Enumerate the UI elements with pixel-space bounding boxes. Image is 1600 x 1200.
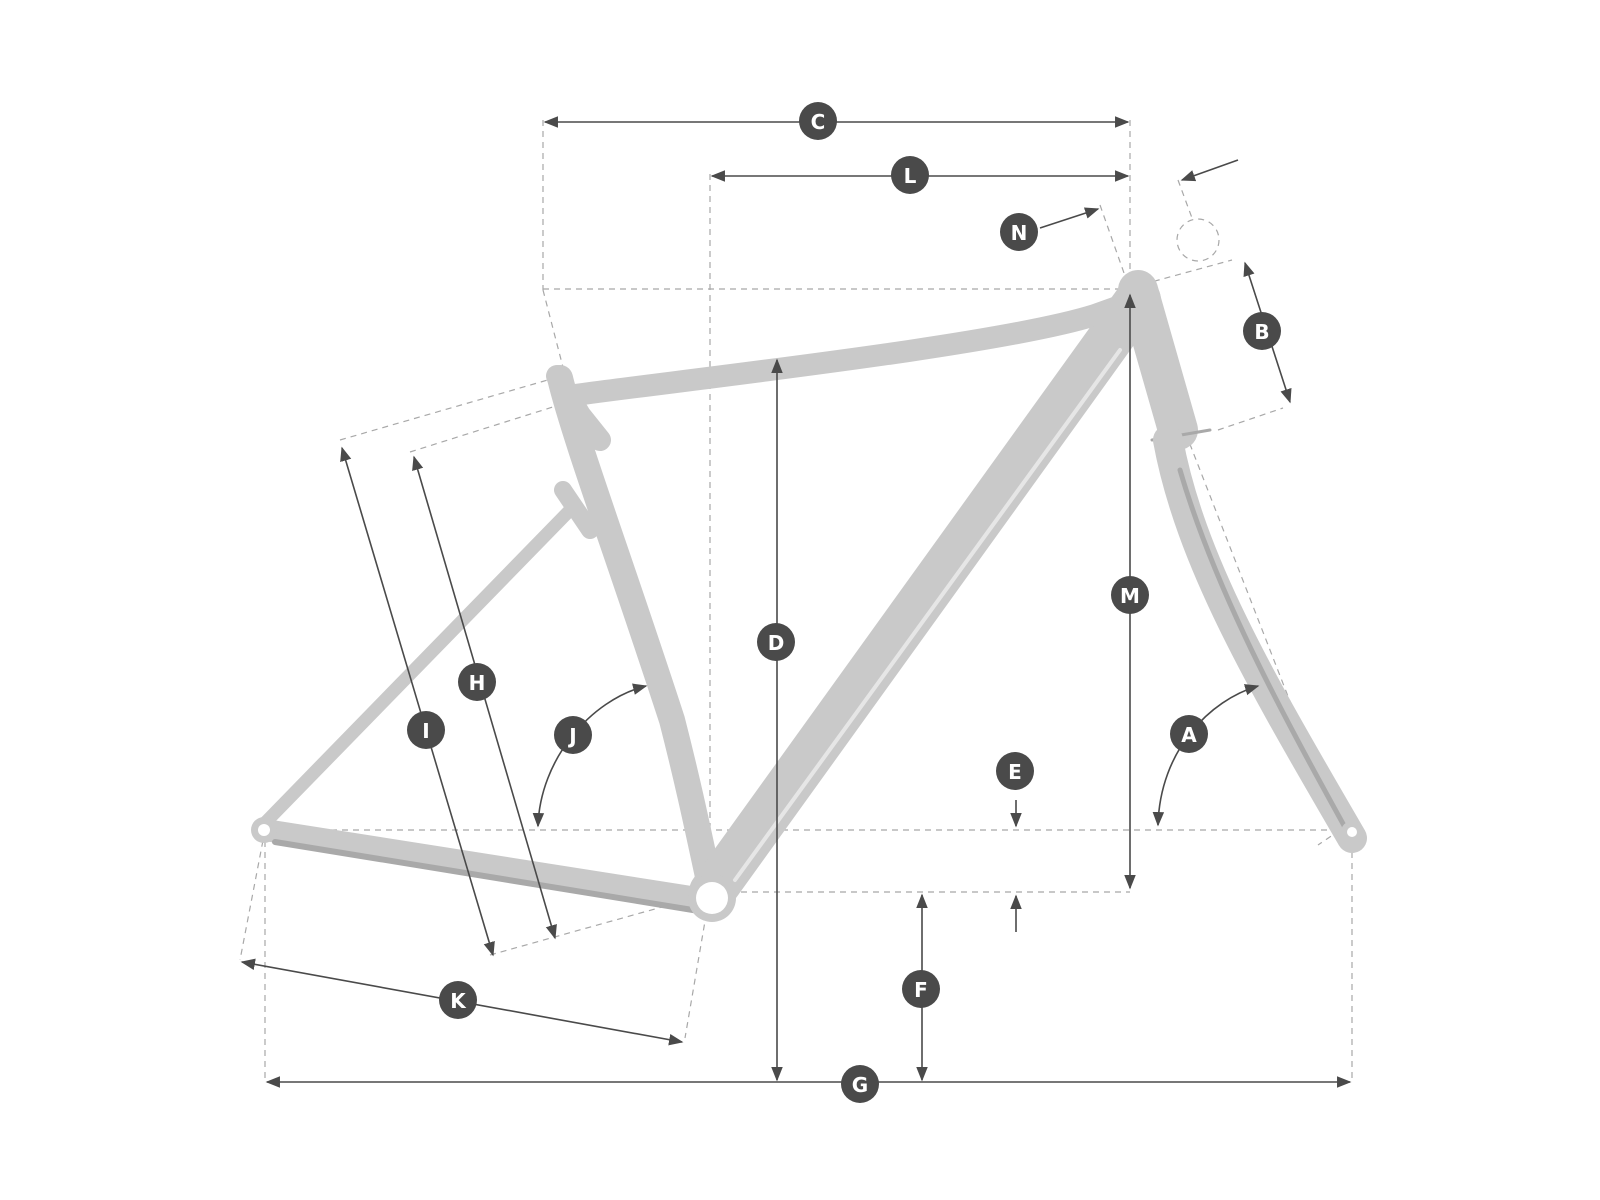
bottom-bracket-icon bbox=[696, 882, 728, 914]
badge-g-label: G bbox=[852, 1073, 868, 1097]
badge-h-label: H bbox=[469, 671, 486, 695]
badge-b: B bbox=[1243, 312, 1281, 350]
guide-lines bbox=[239, 120, 1353, 1082]
badge-l: L bbox=[891, 156, 929, 194]
dimension-lines bbox=[240, 116, 1352, 1088]
badge-m: M bbox=[1111, 576, 1149, 614]
badge-f: F bbox=[902, 970, 940, 1008]
badge-l-label: L bbox=[904, 164, 917, 188]
rear-dropout-icon bbox=[258, 824, 270, 836]
badge-b-label: B bbox=[1254, 320, 1269, 344]
badge-d-label: D bbox=[768, 631, 785, 655]
badge-e: E bbox=[996, 752, 1034, 790]
badge-j-label: J bbox=[567, 724, 576, 748]
badge-c-label: C bbox=[811, 110, 826, 134]
fork-dropout-icon bbox=[1347, 827, 1357, 837]
badge-a: A bbox=[1170, 715, 1208, 753]
badge-f-label: F bbox=[914, 978, 928, 1002]
badge-g: G bbox=[841, 1065, 879, 1103]
badge-k: K bbox=[439, 981, 477, 1019]
badge-e-label: E bbox=[1008, 760, 1022, 784]
badge-m-label: M bbox=[1120, 584, 1140, 608]
badge-k-label: K bbox=[450, 989, 467, 1013]
badge-n: N bbox=[1000, 213, 1038, 251]
badge-c: C bbox=[799, 102, 837, 140]
badge-h: H bbox=[458, 663, 496, 701]
bike-frame bbox=[251, 270, 1367, 922]
badge-a-label: A bbox=[1181, 723, 1197, 747]
badge-i: I bbox=[407, 711, 445, 749]
badge-d: D bbox=[757, 623, 795, 661]
badge-n-label: N bbox=[1011, 221, 1028, 245]
badge-j: J bbox=[554, 716, 592, 754]
badge-i-label: I bbox=[422, 719, 429, 743]
